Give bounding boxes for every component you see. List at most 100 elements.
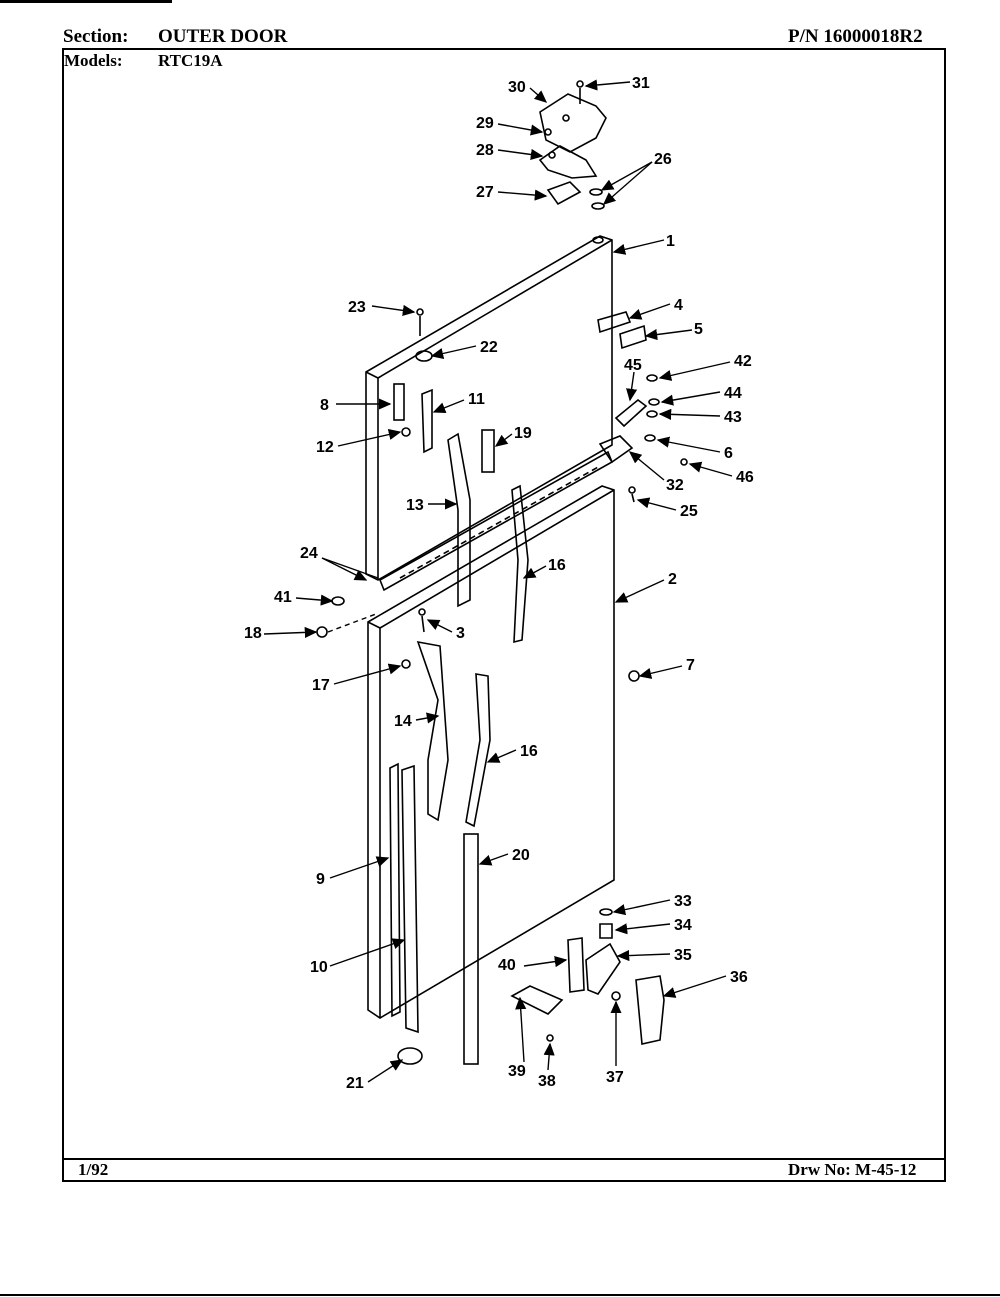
callout-label: 35 — [674, 947, 692, 964]
callout-label: 16 — [548, 557, 566, 574]
lower-handle-14 — [416, 640, 449, 822]
callout-label: 16 — [520, 743, 538, 760]
trim-8 — [393, 383, 405, 421]
callout-label: 37 — [606, 1069, 624, 1086]
callout-label: 11 — [468, 391, 485, 408]
callout-label: 10 — [310, 959, 328, 976]
footer-divider — [62, 1158, 946, 1160]
callout-label: 8 — [320, 397, 329, 414]
grommet-41 — [331, 596, 345, 606]
callout-label: 27 — [476, 184, 494, 201]
callout-label: 14 — [394, 713, 412, 730]
side-trim-10 — [401, 764, 419, 1034]
callout-label: 18 — [244, 625, 262, 642]
top-hinge-plate — [538, 145, 598, 179]
part-19 — [481, 429, 495, 473]
callout-label: 43 — [724, 409, 742, 426]
screw-3 — [418, 608, 426, 633]
upper-handle-16 — [511, 484, 529, 644]
models-value: RTC19A — [158, 51, 223, 70]
drawing-number: Drw No: M-45-12 — [788, 1160, 917, 1179]
bottom-hinge-35 — [585, 942, 621, 995]
callout-label: 23 — [348, 299, 366, 316]
bottom-rule — [0, 1294, 1000, 1296]
callout-label: 40 — [498, 957, 516, 974]
bracket-40 — [567, 937, 585, 993]
button-18 — [316, 626, 328, 638]
models-label: Models: — [64, 51, 123, 70]
callout-label: 26 — [654, 151, 672, 168]
trim-20 — [463, 833, 479, 1065]
callout-label: 46 — [736, 469, 754, 486]
screw-37 — [611, 991, 621, 1001]
screw-29 — [544, 128, 552, 136]
callout-label: 6 — [724, 445, 733, 462]
callout-label: 20 — [512, 847, 530, 864]
callout-label: 38 — [538, 1073, 556, 1090]
callout-label: 19 — [514, 425, 532, 442]
section-value: OUTER DOOR — [158, 26, 288, 47]
part-number: P/N 16000018R2 — [788, 26, 923, 47]
hinge-shim — [546, 181, 582, 206]
mid-hinge-4-5 — [597, 311, 647, 350]
callout-label: 33 — [674, 893, 692, 910]
screw-31 — [576, 80, 584, 104]
callout-label: 39 — [508, 1063, 526, 1080]
callout-label: 42 — [734, 353, 752, 370]
drawing-date: 1/92 — [78, 1160, 109, 1179]
callout-label: 3 — [456, 625, 465, 642]
mid-hinge-washers — [644, 374, 660, 442]
lower-door-panel — [367, 485, 615, 1019]
screw-25 — [628, 486, 636, 503]
lower-handle-16 — [465, 673, 491, 828]
callout-label: 12 — [316, 439, 334, 456]
top-rule — [0, 0, 172, 3]
callout-label: 30 — [508, 79, 526, 96]
plug-12 — [401, 427, 411, 437]
callout-label: 17 — [312, 677, 330, 694]
mid-hinge-32 — [598, 435, 634, 464]
callout-label: 5 — [694, 321, 703, 338]
callout-label: 36 — [730, 969, 748, 986]
callout-label: 25 — [680, 503, 698, 520]
hinge-washers — [589, 188, 605, 244]
callout-label: 34 — [674, 917, 692, 934]
callout-label: 13 — [406, 497, 424, 514]
plug-17 — [401, 659, 411, 669]
callout-label: 28 — [476, 142, 494, 159]
callout-labels: 31 30 29 28 27 26 1 4 5 45 42 44 43 6 46… — [244, 75, 754, 1092]
screw-38 — [546, 1034, 554, 1042]
callout-label: 9 — [316, 871, 325, 888]
callout-label: 7 — [686, 657, 695, 674]
plug-7 — [628, 670, 640, 682]
callout-label: 1 — [666, 233, 675, 250]
cover-36 — [635, 975, 665, 1045]
screw-23 — [416, 308, 424, 336]
callout-label: 29 — [476, 115, 494, 132]
callout-label: 32 — [666, 477, 684, 494]
callout-label: 2 — [668, 571, 677, 588]
callout-label: 45 — [624, 357, 642, 374]
screw-46 — [680, 458, 688, 466]
callout-label: 21 — [346, 1075, 364, 1092]
callout-label: 41 — [274, 589, 292, 606]
callout-label: 4 — [674, 297, 683, 314]
bottom-washers — [599, 908, 613, 939]
section-label: Section: — [63, 26, 129, 47]
callout-label: 44 — [724, 385, 742, 402]
leader-lines — [263, 79, 733, 1083]
mid-hinge-45 — [614, 398, 648, 428]
bracket-22 — [415, 350, 433, 362]
upper-handle-13 — [447, 432, 471, 608]
callout-label: 31 — [632, 75, 650, 92]
callout-label: 22 — [480, 339, 498, 356]
bracket-39 — [510, 985, 564, 1015]
callout-label: 24 — [300, 545, 318, 562]
divider-strip — [378, 450, 614, 592]
top-hinge-cover — [539, 93, 607, 153]
drawing-frame — [62, 48, 946, 1182]
side-trim-9 — [389, 762, 401, 1018]
grommet-21 — [397, 1047, 423, 1065]
stop-11 — [421, 388, 433, 454]
